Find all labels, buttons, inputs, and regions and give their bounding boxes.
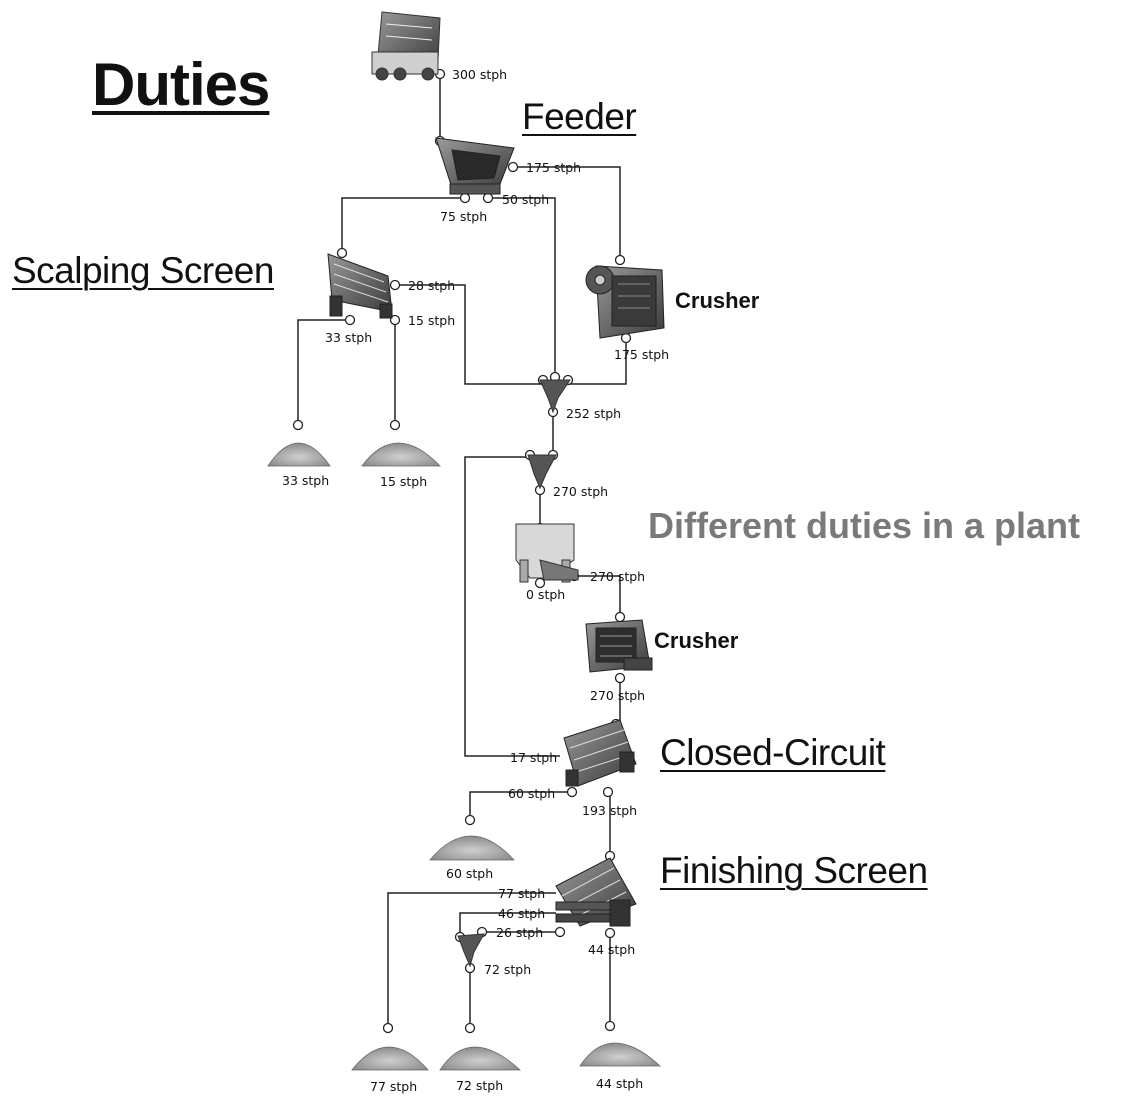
surge-bin-icon	[515, 523, 579, 583]
flow-label: 15 stph	[408, 313, 456, 328]
flow-label: 175 stph	[614, 347, 670, 362]
stockpile-icon	[579, 1042, 662, 1067]
label-primary-crusher: Crusher	[675, 288, 760, 313]
heading-feeder: Feeder	[522, 96, 637, 137]
flow-label: 270 stph	[590, 688, 646, 703]
flow-label: 175 stph	[526, 160, 582, 175]
pile-label: 60 stph	[446, 866, 494, 881]
feeder-icon	[435, 137, 515, 195]
flow-label: 28 stph	[408, 278, 456, 293]
flow-label: 44 stph	[588, 942, 636, 957]
pile-label: 77 stph	[370, 1079, 418, 1094]
flow-label: 46 stph	[498, 906, 546, 921]
heading-finishing-screen: Finishing Screen	[660, 850, 928, 891]
flow-label: 26 stph	[496, 925, 544, 940]
flow-label: 17 stph	[510, 750, 558, 765]
scalping-screen-icon	[327, 253, 393, 319]
flow-label: 300 stph	[452, 67, 508, 82]
connection-lines	[297, 75, 627, 1028]
pile-label: 15 stph	[380, 474, 428, 489]
finishing-screen-icon	[555, 857, 637, 927]
label-secondary-crusher: Crusher	[654, 628, 739, 653]
stockpile-icons	[267, 442, 662, 1071]
jaw-crusher-icon	[585, 265, 665, 339]
flow-label: 252 stph	[566, 406, 622, 421]
subtitle: Different duties in a plant	[648, 505, 1081, 546]
flow-label: 0 stph	[526, 587, 566, 602]
stockpile-icon	[439, 1046, 522, 1071]
stockpile-icon	[361, 442, 441, 467]
truck-icon	[371, 11, 441, 81]
flow-label: 75 stph	[440, 209, 488, 224]
stockpile-icon	[351, 1046, 429, 1071]
stockpile-icon	[267, 442, 331, 467]
pile-label: 44 stph	[596, 1076, 644, 1091]
page-title: Duties	[92, 51, 270, 118]
flow-label: 60 stph	[508, 786, 556, 801]
flow-label: 270 stph	[553, 484, 609, 499]
flow-label: 72 stph	[484, 962, 532, 977]
secondary-crusher-icon	[585, 619, 653, 673]
heading-scalping-screen: Scalping Screen	[12, 250, 274, 291]
flow-label: 270 stph	[590, 569, 646, 584]
stockpile-icon	[429, 835, 515, 861]
flow-label: 33 stph	[325, 330, 373, 345]
flow-label: 193 stph	[582, 803, 638, 818]
closed-circuit-screen-icon	[563, 719, 637, 787]
flow-label: 77 stph	[498, 886, 546, 901]
flow-label: 50 stph	[502, 192, 550, 207]
pile-label: 33 stph	[282, 473, 330, 488]
merge-junction-icon	[457, 379, 571, 968]
pile-label: 72 stph	[456, 1078, 504, 1093]
heading-closed-circuit: Closed-Circuit	[660, 732, 886, 773]
